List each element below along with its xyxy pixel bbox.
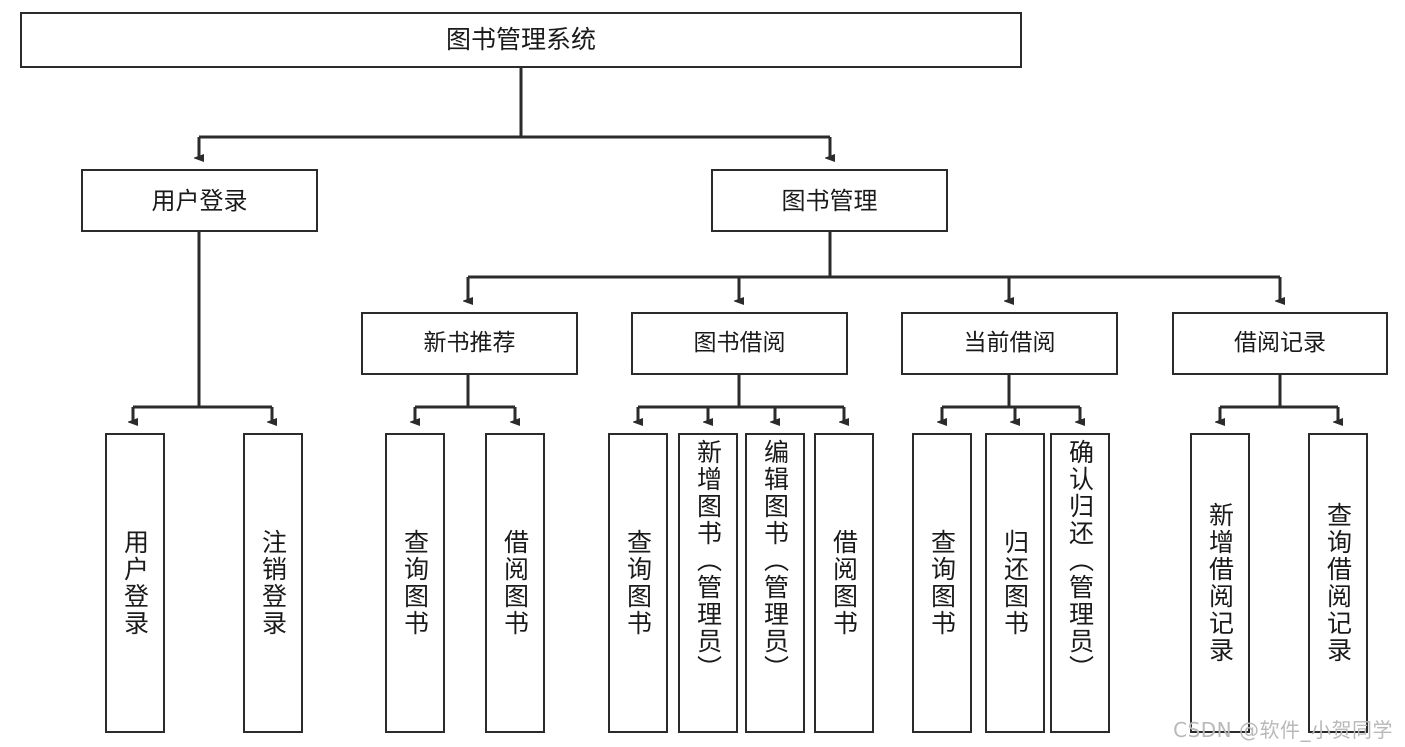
node-leaf-borrow-book-1-label: 借阅图书: [500, 529, 530, 637]
node-leaf-add-book[interactable]: 新增图书（管理员）: [678, 433, 738, 733]
node-book-manage[interactable]: 图书管理: [711, 169, 948, 232]
node-current-borrow-label: 当前借阅: [963, 330, 1056, 357]
node-leaf-confirm-return-label: 确认归还（管理员）: [1065, 439, 1095, 682]
node-leaf-query-record[interactable]: 查询借阅记录: [1308, 433, 1368, 733]
node-leaf-return-book-label: 归还图书: [1000, 529, 1030, 637]
node-new-book-recommend-label: 新书推荐: [423, 330, 516, 357]
node-leaf-query-record-label: 查询借阅记录: [1323, 502, 1353, 664]
node-leaf-query-book-3[interactable]: 查询图书: [912, 433, 972, 733]
node-leaf-add-book-label: 新增图书（管理员）: [693, 439, 723, 682]
node-new-book-recommend[interactable]: 新书推荐: [361, 312, 578, 375]
watermark-text: CSDN @软件_小贺同学: [1173, 718, 1393, 742]
node-book-borrow-label: 图书借阅: [693, 330, 786, 357]
node-leaf-query-book-1[interactable]: 查询图书: [385, 433, 445, 733]
node-leaf-query-book-1-label: 查询图书: [400, 529, 430, 637]
node-leaf-query-book-2-label: 查询图书: [623, 529, 653, 637]
node-book-borrow[interactable]: 图书借阅: [631, 312, 848, 375]
node-leaf-confirm-return[interactable]: 确认归还（管理员）: [1050, 433, 1110, 733]
node-root-label: 图书管理系统: [445, 25, 596, 55]
node-borrow-record-label: 借阅记录: [1234, 330, 1326, 357]
node-book-manage-label: 图书管理: [781, 186, 878, 215]
node-leaf-borrow-book-2-label: 借阅图书: [829, 529, 859, 637]
node-leaf-return-book[interactable]: 归还图书: [985, 433, 1045, 733]
node-leaf-query-book-3-label: 查询图书: [927, 529, 957, 637]
node-leaf-borrow-book-2[interactable]: 借阅图书: [814, 433, 874, 733]
node-user-login[interactable]: 用户登录: [81, 169, 318, 232]
node-leaf-add-record-label: 新增借阅记录: [1205, 502, 1235, 664]
node-leaf-user-logout[interactable]: 注销登录: [243, 433, 303, 733]
node-leaf-edit-book[interactable]: 编辑图书（管理员）: [745, 433, 805, 733]
node-leaf-user-login[interactable]: 用户登录: [105, 433, 165, 733]
node-leaf-edit-book-label: 编辑图书（管理员）: [760, 439, 790, 682]
node-leaf-add-record[interactable]: 新增借阅记录: [1190, 433, 1250, 733]
node-current-borrow[interactable]: 当前借阅: [901, 312, 1118, 375]
node-leaf-query-book-2[interactable]: 查询图书: [608, 433, 668, 733]
node-root[interactable]: 图书管理系统: [20, 12, 1022, 68]
node-user-login-label: 用户登录: [151, 186, 248, 215]
node-leaf-user-login-label: 用户登录: [120, 529, 150, 637]
node-leaf-borrow-book-1[interactable]: 借阅图书: [485, 433, 545, 733]
node-borrow-record[interactable]: 借阅记录: [1172, 312, 1388, 375]
node-leaf-user-logout-label: 注销登录: [258, 529, 288, 637]
